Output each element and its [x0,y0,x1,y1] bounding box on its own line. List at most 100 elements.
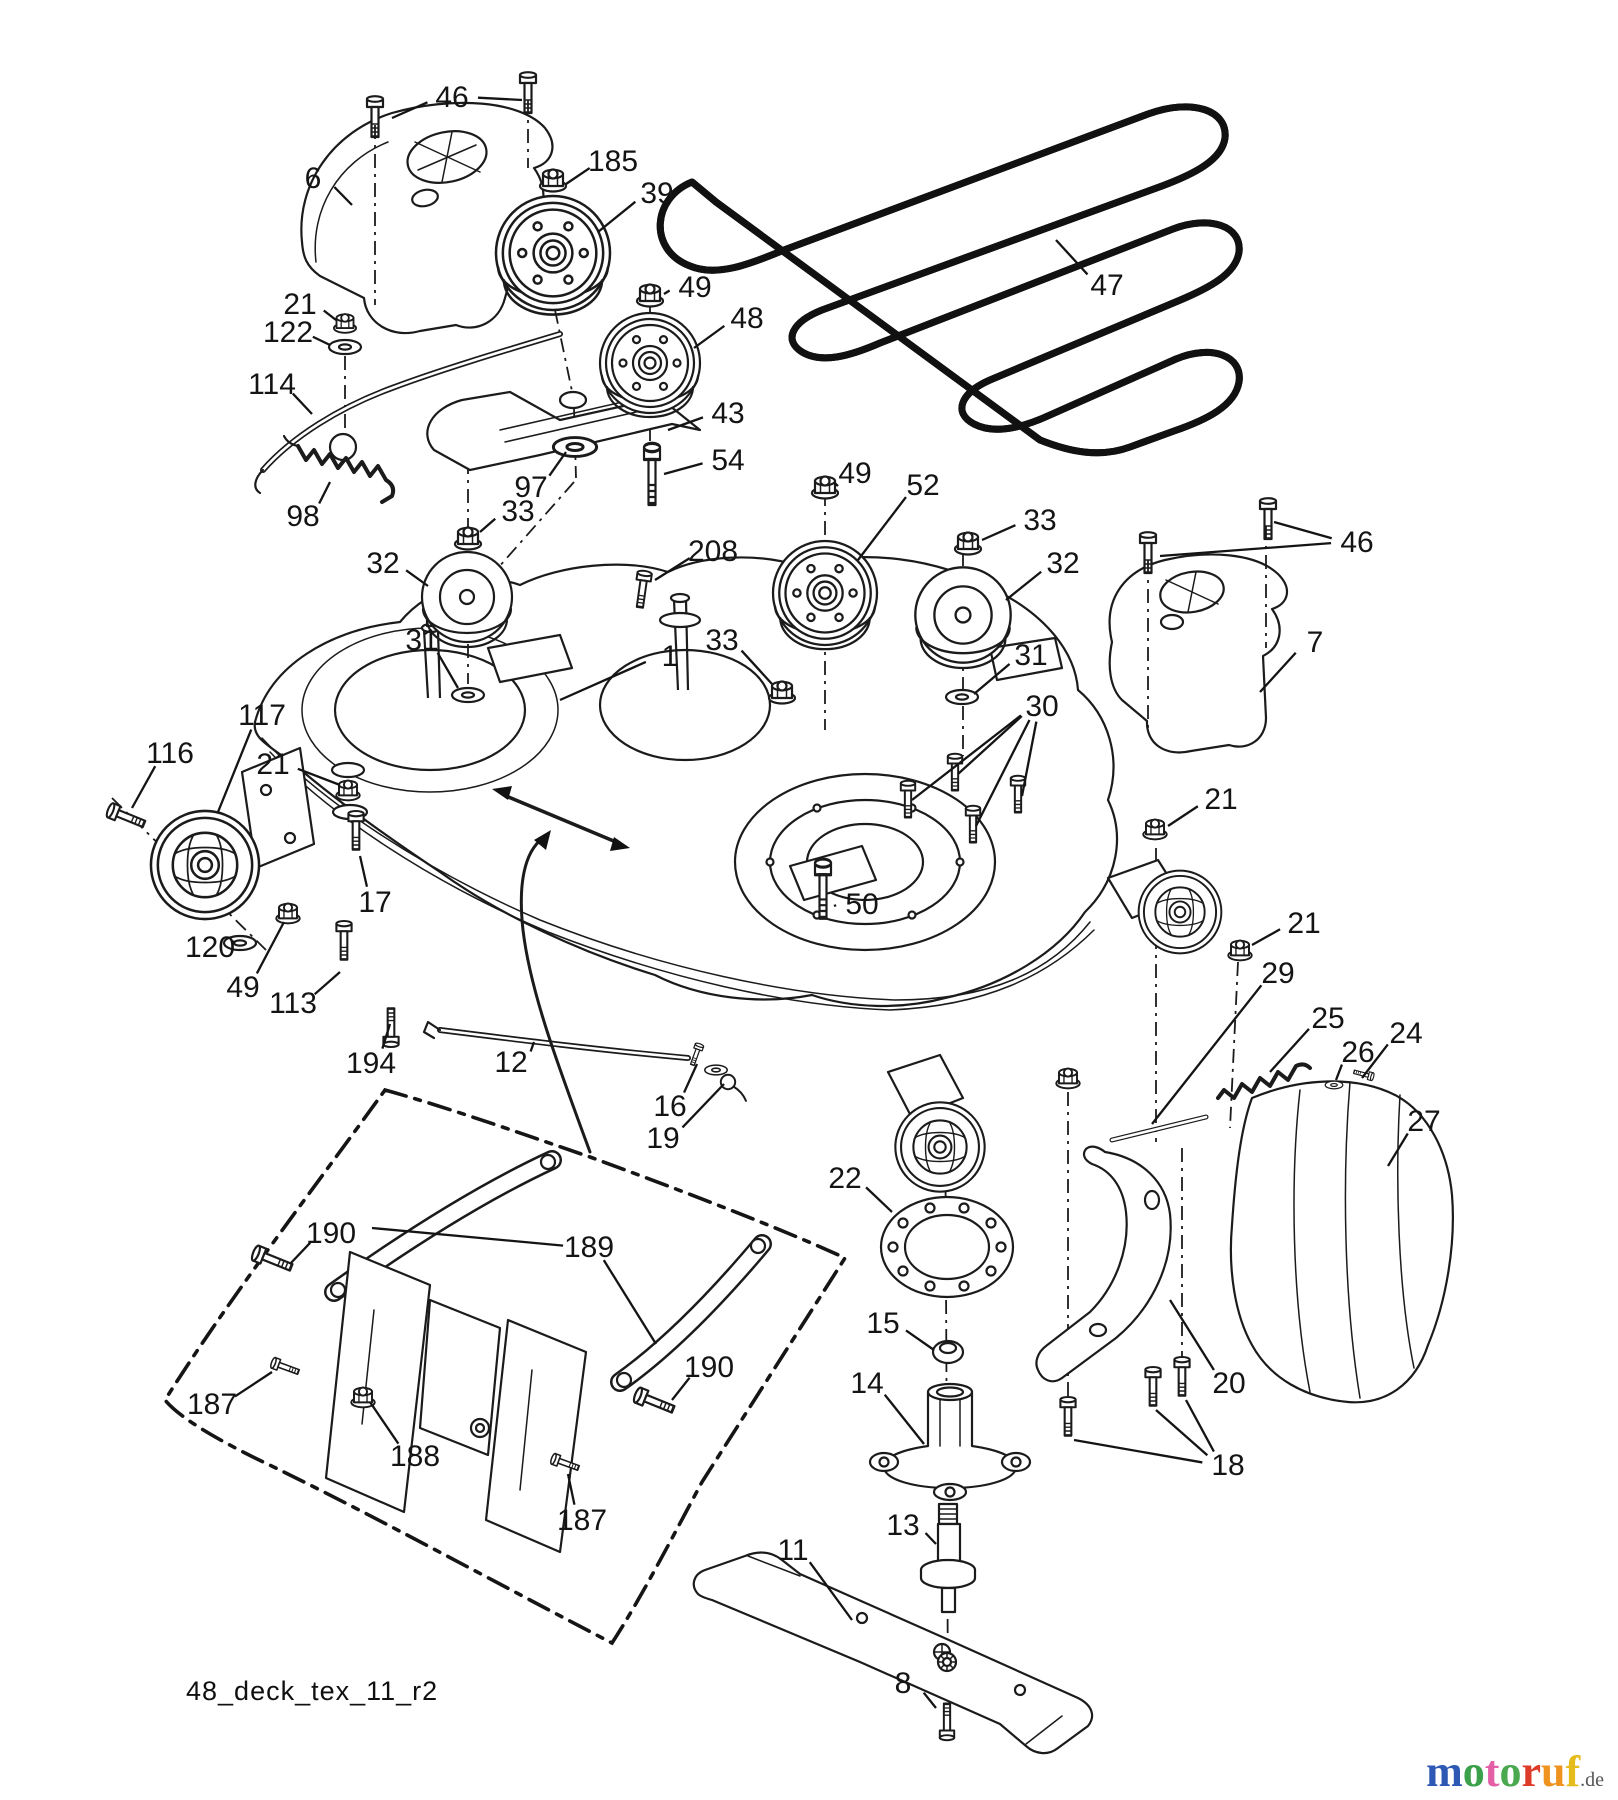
lock-nut-49-a [635,283,665,308]
part-label-187: 187 [187,1388,237,1421]
leader-line-30 [911,714,1022,801]
bolt-18-a [1059,1395,1077,1437]
part-label-14: 14 [850,1367,883,1400]
gauge-wheel-117 [149,809,261,921]
logo-letter: u [1540,1747,1566,1796]
mandrel-cover-right [1108,553,1289,754]
part-label-32: 32 [1046,547,1079,580]
hex-bolt-54 [642,441,662,507]
carriage-bolt-46-right-b [1258,497,1278,541]
shoulder-bolt-190-left [249,1243,296,1276]
leader-line-1 [559,660,647,702]
part-label-208: 208 [688,535,738,568]
part-label-12: 12 [494,1046,527,1079]
leader-line-194 [381,1023,392,1049]
washer-16 [704,1064,728,1076]
part-label-46: 46 [1340,526,1373,559]
part-label-33: 33 [705,624,738,657]
part-label-113: 113 [269,987,317,1020]
leader-line-49 [255,921,286,975]
part-label-31: 31 [405,624,438,657]
leader-line-22 [865,1186,893,1213]
logo-wordmark: motoruf [1426,1747,1580,1796]
spindle-housing-14 [868,1382,1032,1502]
leader-line-97 [548,451,567,477]
leader-line-21 [1251,928,1281,947]
lock-nut-33-a [453,526,483,551]
logo-letter: f [1565,1747,1581,1796]
leader-line-208 [654,557,691,581]
leader-line-48 [693,324,726,349]
leader-line-13 [924,1532,937,1545]
extension-spring-98 [282,434,396,504]
washer-under-nut21 [330,761,366,779]
part-label-47: 47 [1090,269,1123,302]
part-label-32: 32 [366,547,399,580]
part-label-21: 21 [1204,783,1237,816]
flat-idler-pulley-39 [494,194,612,316]
part-label-116: 116 [146,737,194,770]
leader-line-31 [973,663,1011,695]
part-label-6: 6 [305,162,322,195]
leader-line-117 [216,729,253,813]
anti-sway-rod-12 [422,1020,691,1061]
leader-line-188 [369,1401,400,1445]
leader-line-31 [436,652,459,689]
drive-belt [660,107,1239,453]
logo-suffix: .de [1580,1769,1604,1791]
spindle-shaft-13 [919,1502,977,1614]
screw-187-left [268,1356,302,1379]
gauge-wheel-right [1137,869,1223,955]
part-label-46: 46 [435,81,468,114]
part-label-21: 21 [1287,907,1320,940]
logo-letter: m [1426,1747,1463,1796]
logo-letter: o [1499,1747,1522,1796]
leader-line-33 [479,517,496,533]
part-label-7: 7 [1307,626,1324,659]
leader-line-17 [358,855,369,888]
part-label-114: 114 [248,368,296,401]
leader-line-187 [566,1473,576,1505]
leader-line-21 [1167,805,1199,827]
part-label-122: 122 [263,316,313,349]
part-label-194: 194 [346,1047,396,1080]
part-label-39: 39 [640,177,673,210]
part-label-189: 189 [564,1231,614,1264]
drawing-code: 48_deck_tex_11_r2 [186,1676,439,1706]
leader-line-6 [333,186,353,206]
bolt-18-b [1144,1365,1162,1407]
washer-122 [327,338,363,356]
part-label-49: 49 [838,457,871,490]
nut-21-d [1227,939,1253,962]
leader-line-46 [1159,541,1332,558]
bolt-113 [335,919,353,961]
leader-line-18 [1155,1409,1209,1457]
leader-line-33 [740,649,773,685]
leader-line-49 [833,481,839,487]
washer-97 [551,436,599,458]
leader-line-15 [905,1329,935,1351]
logo-letter: r [1521,1747,1541,1796]
lock-nut-33-b [767,680,797,705]
part-label-31: 31 [1014,639,1047,672]
leader-line-16 [683,1063,699,1094]
latch-rod-29 [1109,1114,1209,1143]
part-label-188: 188 [390,1440,440,1473]
leader-line-52 [857,496,907,561]
idler-arm-lever [254,331,563,495]
nut-21-c [1142,818,1168,841]
gauge-wheel-rear [894,1101,986,1193]
bolt-axis-cover-right [1147,526,1267,730]
deflector-shield-27 [1229,1080,1454,1404]
idler-bracket-43 [426,390,702,472]
adjustment-arrows [492,786,630,1154]
part-label-22: 22 [828,1162,861,1195]
leader-line-19 [681,1083,725,1129]
part-label-19: 19 [646,1122,679,1155]
part-label-54: 54 [711,444,744,477]
washer-31-right [944,688,980,706]
leader-line-33 [981,524,1016,542]
leader-line-21 [297,767,341,787]
